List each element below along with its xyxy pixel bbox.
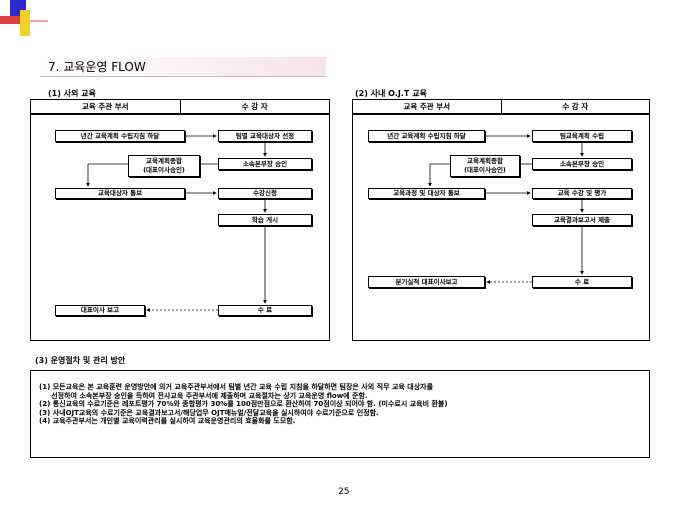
page-number: 25 — [338, 487, 350, 497]
section2-label: (2) 사내 O.J.T 교육 — [355, 89, 427, 98]
flow-box: 교육계획종합(대표이사승인) — [450, 155, 520, 177]
flow-box: 교육과정 및 대상자 통보 — [368, 188, 485, 199]
note-line: (3) 사내OJT교육의 수료기준은 교육결과보고서/해당업무 OJT매뉴얼/전… — [39, 408, 379, 417]
col-header-trainee: 수 강 자 — [562, 102, 589, 111]
col-header-trainee: 수 강 자 — [241, 102, 268, 111]
section1-label: (1) 사외 교육 — [48, 89, 96, 98]
flow-box: 교육계획종합(대표이사승인) — [128, 155, 200, 177]
flow-box: 분기실적 대표이사보고 — [368, 276, 485, 288]
flow-box-line: 교육계획종합 — [146, 157, 182, 165]
flow-box: 소속본부장 승인 — [218, 158, 312, 170]
flow-box-line: 교육계획종합 — [467, 157, 503, 165]
col-header-dept: 교육 주관 부서 — [31, 100, 181, 113]
note-line: 선정하여 소속본부장 승인을 득하여 전사교육 주관부서에 제출하며 교육절차는… — [39, 391, 368, 400]
flow-box: 팀교육계획 수립 — [532, 130, 632, 142]
flow-box: 팀별 교육대상자 선정 — [218, 130, 312, 142]
procedure-notes: (1) 모든교육은 본 교육훈련 운영방안에 의거 교육주관부서에서 팀별 년간… — [30, 370, 650, 458]
note-line: (1) 모든교육은 본 교육훈련 운영방안에 의거 교육주관부서에서 팀별 년간… — [39, 383, 434, 391]
section3-label: (3) 운영절차 및 관리 방안 — [35, 356, 126, 365]
note-line: (2) 통신교육의 수료기준은 레포트평가 70%와 종합평가 30%를 100… — [39, 400, 448, 408]
flow-box-line: (대표이사승인) — [143, 166, 185, 174]
col-header-dept: 교육 주관 부서 — [353, 100, 502, 113]
flow-box: 소속본부장 승인 — [532, 158, 632, 170]
flow-box: 수강신청 — [218, 188, 312, 199]
logo-decoration — [20, 10, 30, 36]
section1-flow-table: 교육 주관 부서 수 강 자 — [30, 99, 330, 341]
flow-box: 교육 수강 및 평가 — [532, 188, 632, 199]
page-title: 7. 교육운영 FLOW — [40, 57, 326, 77]
flow-box-line: (대표이사승인) — [464, 166, 506, 174]
flow-box: 년간 교육계획 수립지침 하달 — [55, 130, 185, 142]
flow-box: 교육대상자 통보 — [55, 188, 185, 199]
logo-decoration — [0, 16, 26, 24]
flow-box: 수 료 — [532, 276, 632, 288]
flow-box: 교육결과보고서 제출 — [532, 214, 632, 226]
flow-box: 년간 교육계획 수립지침 하달 — [368, 130, 485, 142]
flow-box: 대표이사 보고 — [55, 305, 145, 316]
flow-box: 학습 게시 — [218, 214, 312, 226]
flow-box: 수 료 — [218, 305, 312, 316]
note-line: (4) 교육주관부서는 개인별 교육이력관리를 실시하여 교육운영관리의 효율화… — [39, 417, 296, 425]
section2-flow-table: 교육 주관 부서 수 강 자 — [352, 99, 650, 341]
